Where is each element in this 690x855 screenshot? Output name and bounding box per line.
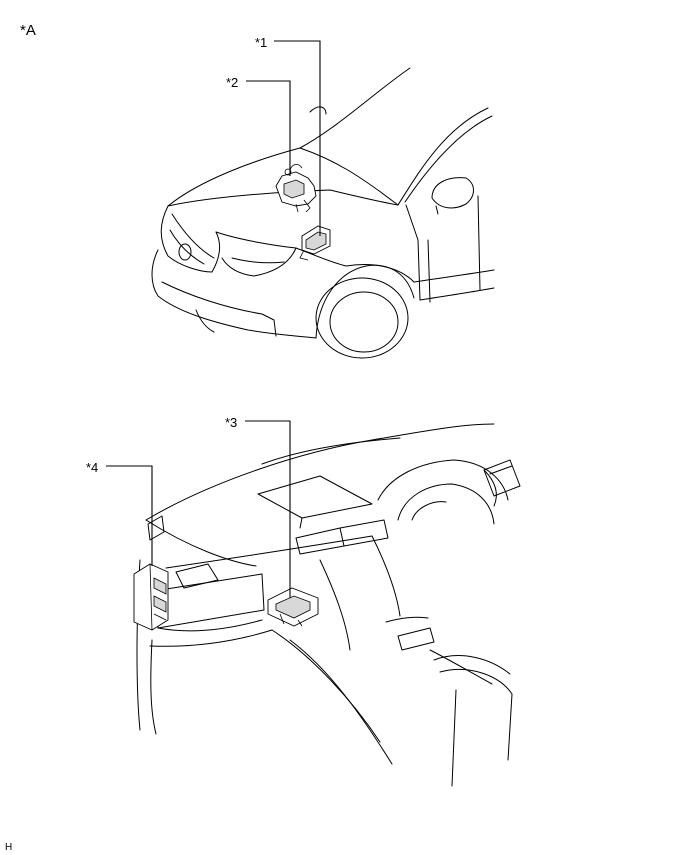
view-label: *A [20,22,36,39]
callout-3-label: *3 [225,415,238,430]
callout-2-label: *2 [226,75,239,90]
leader-lines [106,40,321,598]
dashboard-illustration [136,423,521,787]
engine-bay-ecu-part [299,225,331,261]
abs-actuator-part [275,164,317,213]
side-ecu-part [133,563,169,631]
callout-1-label: *1 [255,35,268,50]
callout-3-leader [245,420,291,598]
callout-4-leader [106,465,153,566]
callout-4-label: *4 [86,460,99,475]
callout-2-leader [246,80,291,176]
callout-1-leader [274,40,321,236]
car-front-illustration [151,67,495,359]
corner-mark: H [5,842,13,853]
under-dash-module-part [267,587,319,627]
